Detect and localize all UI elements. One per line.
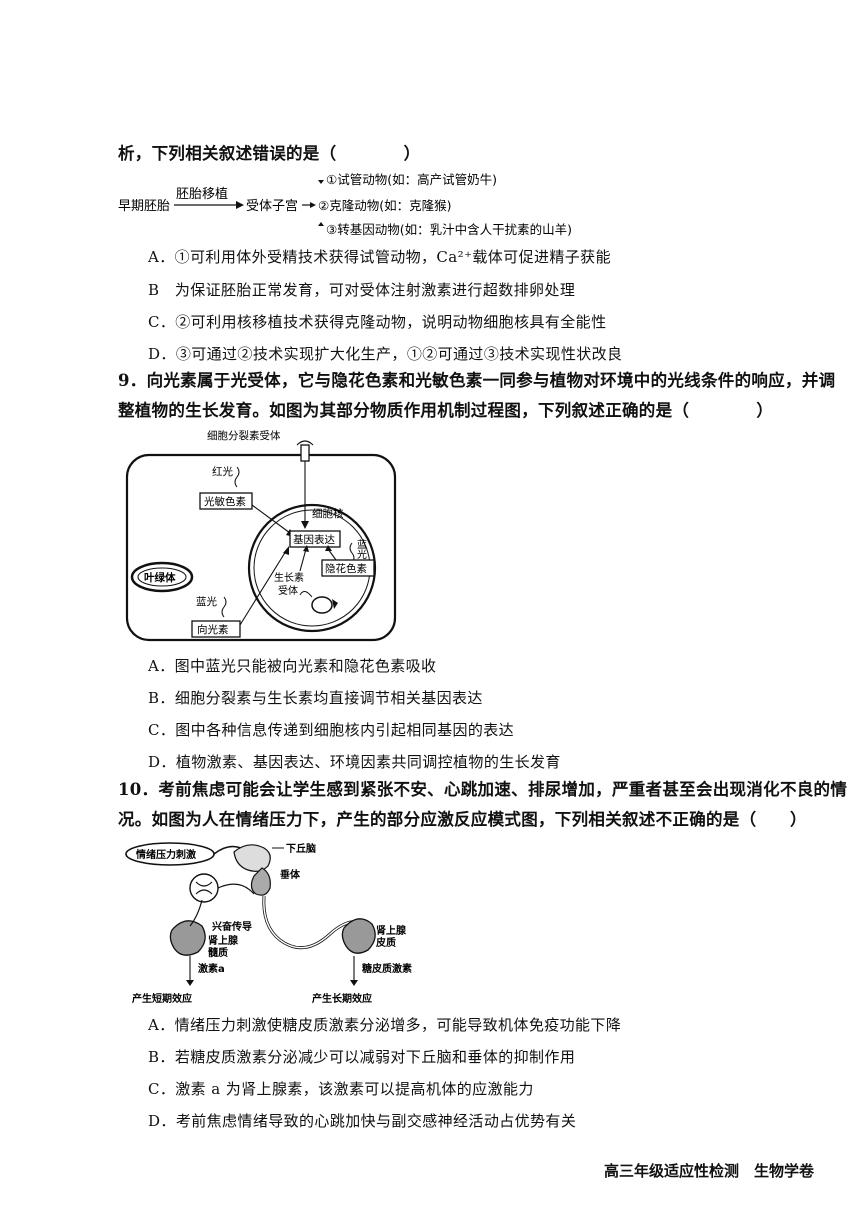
- fig10-short-term: 产生短期效应: [132, 992, 192, 1005]
- fig9-phototropin-box: [191, 620, 241, 638]
- q9-option-a: A．图中蓝光只能被向光素和隐花色素吸收: [148, 657, 437, 675]
- q8-option-c: C．②可利用核移植技术获得克隆动物，说明动物细胞核具有全能性: [148, 313, 607, 331]
- q10-option-c: C．激素 a 为肾上腺素，该激素可以提高机体的应激能力: [148, 1080, 534, 1098]
- fig9-blue-light-left: 蓝光: [196, 595, 217, 608]
- fig10-excitation: 兴奋传导: [212, 920, 252, 933]
- q10-stem-line1: 10．考前焦虑可能会让学生感到紧张不安、心跳加速、排尿增加，严重者甚至会出现消化…: [118, 780, 848, 799]
- fig9-nucleus-outer: [247, 503, 377, 633]
- q9-option-b: B．细胞分裂素与生长素均直接调节相关基因表达: [148, 689, 483, 707]
- q10-option-d: D．考前焦虑情绪导致的心跳加快与副交感神经活动占优势有关: [148, 1112, 577, 1130]
- fig9-red-light: 红光: [212, 465, 233, 478]
- fig10-cortex-1: 肾上腺: [376, 924, 407, 937]
- fig9-auxin-receptor-2: 受体: [278, 585, 298, 597]
- q8-option-b: B 为保证胚胎正常发育，可对受体注射激素进行超数排卵处理: [148, 281, 576, 299]
- q8-flow-diagram: 早期胚胎 胚胎移植 受体子宫 ①试管动物(如：高产试管奶牛) ②克隆动物(如：克…: [118, 172, 572, 237]
- fig9-phytochrome: 光敏色素: [204, 495, 246, 508]
- flow-outcome3: ③转基因动物(如：乳汁中含人干扰素的山羊): [326, 222, 572, 237]
- fig9-phototropin: 向光素: [197, 623, 229, 636]
- q10-option-b: B．若糖皮质激素分泌减少可以减弱对下丘脑和垂体的抑制作用: [148, 1048, 576, 1066]
- fig10-pituitary: [250, 867, 271, 896]
- q9-option-d: D．植物激素、基因表达、环境因素共同调控植物的生长发育: [148, 753, 561, 771]
- q8-option-d: D．③可通过②技术实现扩大化生产，①②可通过③技术实现性状改良: [148, 345, 623, 363]
- fig9-chloroplast-label: 叶绿体: [144, 571, 176, 584]
- q10-figure: 情绪压力刺激 下丘脑 垂体 兴奋传导 肾上腺 髓质 激素a 产生短期效应 肾上腺…: [125, 842, 412, 1005]
- flow-arrowhead-1: [236, 201, 244, 209]
- q9-stem-line1: 9．向光素属于光受体，它与隐花色素和光敏色素一同参与植物对环境中的光线条件的响应…: [118, 371, 836, 390]
- q9-option-c: C．图中各种信息传递到细胞核内引起相同基因的表达: [148, 721, 515, 739]
- fig9-receptor-label: 细胞分裂素受体: [207, 429, 281, 442]
- flow-outcome1: ①试管动物(如：高产试管奶牛): [326, 172, 497, 187]
- fig9-blue-light-right: 蓝光: [355, 539, 367, 560]
- q8-option-a: A．①可利用体外受精技术获得试管动物，Ca²⁺载体可促进精子获能: [148, 248, 611, 266]
- fig10-long-term: 产生长期效应: [312, 992, 372, 1005]
- fig10-adrenal-cortex: [341, 918, 376, 954]
- fig10-medulla-1: 肾上腺: [208, 934, 239, 947]
- q8-stem: 析，下列相关叙述错误的是（ ）: [118, 144, 421, 163]
- q9-stem-line2: 整植物的生长发育。如图为其部分物质作用机制过程图，下列叙述正确的是（ ）: [118, 401, 774, 420]
- fig9-cell-membrane: [125, 453, 397, 642]
- q10-option-a: A．情绪压力刺激使糖皮质激素分泌增多，可能导致机体免疫功能下降: [148, 1016, 622, 1034]
- fig9-cryptochrome: 隐花色素: [325, 562, 367, 575]
- fig10-glucocorticoid: 糖皮质激素: [362, 962, 412, 975]
- fig9-cryptochrome-box: [321, 559, 375, 577]
- fig10-hormone-a: 激素a: [198, 962, 225, 975]
- flow-arrowhead-up: [318, 180, 324, 184]
- fig10-brain: [233, 844, 271, 872]
- flow-start: 早期胚胎: [118, 199, 170, 214]
- fig9-nucleus-label: 细胞核: [312, 507, 344, 520]
- fig9-phytochrome-box: [199, 492, 253, 510]
- fig9-auxin-molecule: [311, 596, 333, 614]
- flow-method: 胚胎移植: [176, 187, 228, 202]
- q9-figure: 细胞分裂素受体 红光 光敏色素 细胞核 基因表达 蓝光 隐花色素 生长素 受体 …: [125, 429, 397, 642]
- fig10-pituitary-label: 垂体: [280, 868, 301, 881]
- fig9-gene-expression: 基因表达: [293, 533, 335, 546]
- fig10-medulla-2: 髓质: [208, 946, 228, 959]
- q10-stem-line2: 况。如图为人在情绪压力下，产生的部分应激反应模式图，下列相关叙述不正确的是（ ）: [118, 810, 807, 829]
- fig9-chloroplast: [130, 561, 194, 593]
- flow-outcome2: ②克隆动物(如：克隆猴): [318, 198, 451, 213]
- page-footer: 高三年级适应性检测 生物学卷: [603, 1162, 814, 1180]
- fig9-auxin-receptor-1: 生长素: [274, 571, 304, 584]
- fig10-hypothalamus: 下丘脑: [286, 842, 316, 855]
- fig9-receptor: [300, 444, 310, 462]
- fig10-cortex-2: 皮质: [375, 936, 396, 949]
- fig9-gene-expression-box: [289, 530, 341, 548]
- flow-middle: 受体子宫: [246, 199, 298, 214]
- fig10-adrenal-medulla: [169, 920, 206, 956]
- flow-arrowhead-down: [318, 222, 324, 226]
- fig10-stimulus: 情绪压力刺激: [136, 848, 196, 861]
- fig10-spinal-cord: [189, 873, 219, 903]
